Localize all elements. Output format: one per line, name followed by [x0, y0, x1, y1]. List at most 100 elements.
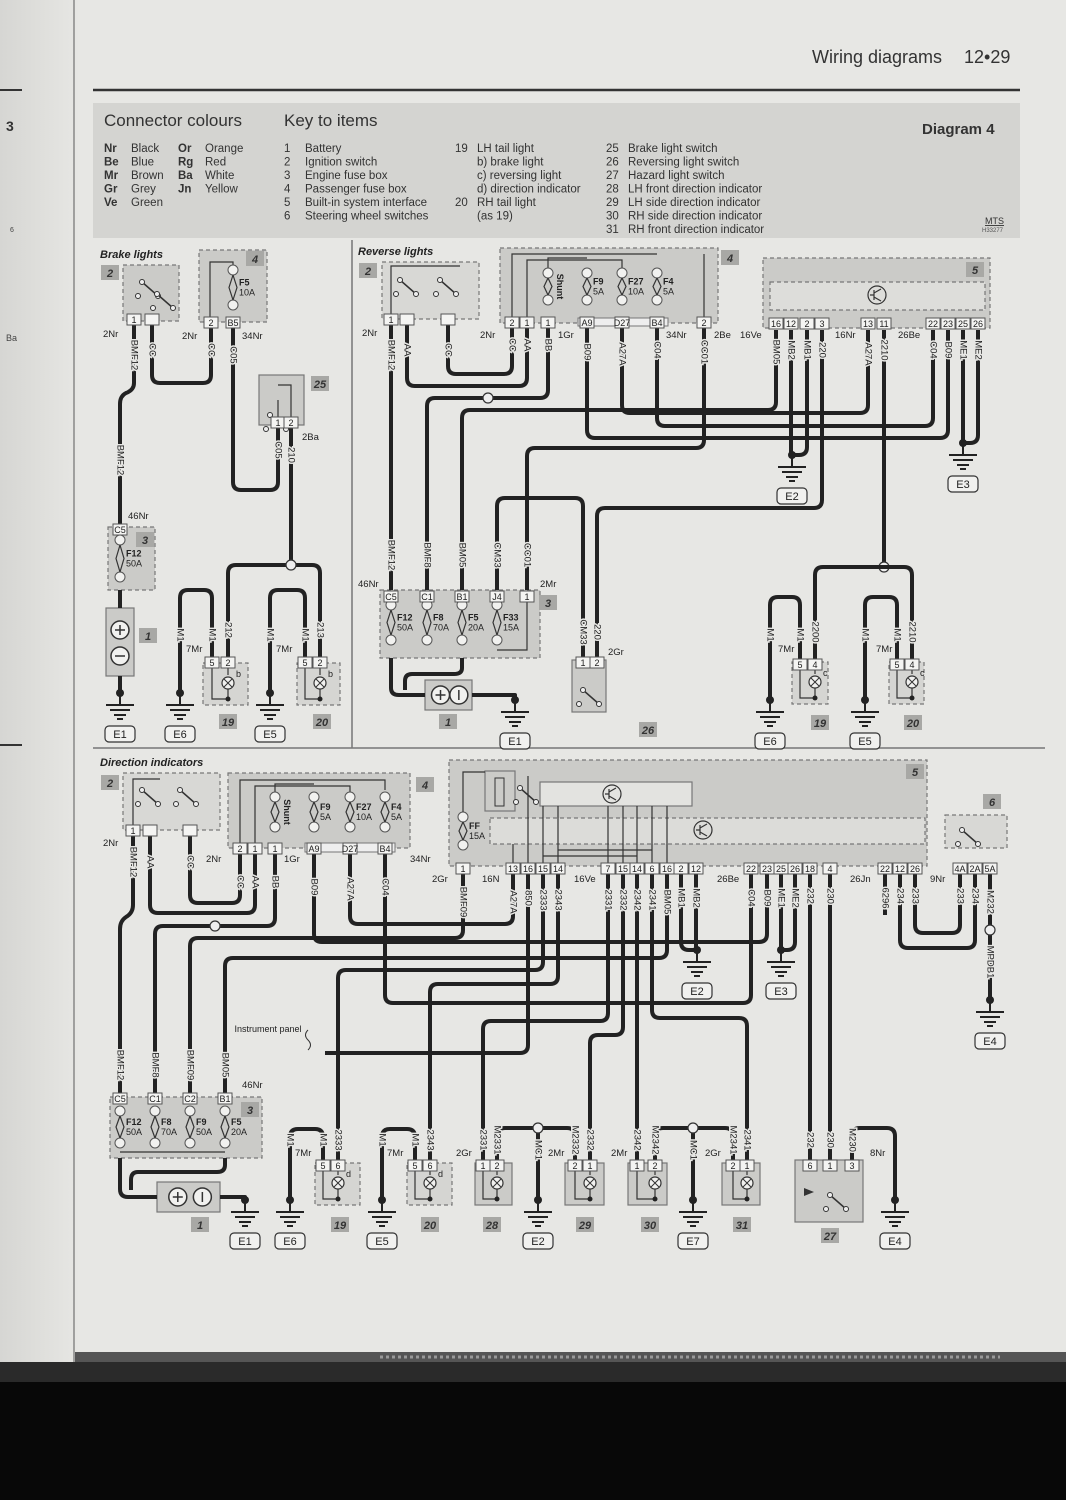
internal-wire — [636, 1165, 656, 1200]
fuse-terminal — [385, 634, 397, 646]
ground-icon — [256, 693, 284, 720]
key-item-label: Reversing light switch — [628, 157, 739, 169]
internal-wire — [390, 265, 460, 316]
connector-pin-number: 1 — [524, 318, 529, 328]
switch-contact-icon — [263, 426, 269, 432]
wire-label: BMF12 — [386, 540, 397, 571]
colour-name: Yellow — [205, 184, 239, 196]
connector-pin-number: 25 — [776, 864, 786, 874]
connector-pin — [377, 842, 393, 855]
connector-pin — [970, 317, 986, 330]
connector-pin-number: 2 — [572, 1161, 577, 1171]
connector-pin-number: 2 — [652, 1161, 657, 1171]
wire-label: M1 — [318, 1133, 329, 1146]
connector-pin-number: 2 — [678, 864, 683, 874]
connector-pin — [247, 842, 263, 855]
wire — [325, 872, 530, 1055]
switch-contact-icon — [596, 701, 602, 707]
connector-pin — [112, 1092, 128, 1105]
connector-pin — [315, 1159, 331, 1172]
connector-pin-number: 16 — [662, 864, 672, 874]
harness-connector-code: 2Nr — [480, 330, 495, 341]
connector-pin-number: 7 — [605, 864, 610, 874]
connector-pin — [739, 1159, 755, 1172]
connector-pin — [535, 862, 551, 875]
item-number-badge — [311, 376, 329, 391]
item-number: 4 — [251, 254, 258, 266]
fuse-terminal — [581, 267, 593, 279]
key-item-number: 5 — [284, 197, 290, 209]
harness-connector-code: 8Nr — [870, 1148, 885, 1159]
connector-pin — [629, 1159, 645, 1172]
wire — [380, 1127, 417, 1200]
ground-label-box — [229, 1232, 261, 1250]
connection-dot — [587, 1196, 593, 1202]
internal-wire — [132, 778, 160, 826]
item-number: 1 — [145, 631, 151, 643]
fuse-id: F12 — [126, 549, 142, 559]
key-item-label: Ignition switch — [305, 157, 377, 169]
wire — [585, 325, 950, 440]
wire-label: 2210 — [907, 621, 918, 642]
fuse-rating: 15A — [503, 623, 519, 633]
wire-label: MB2 — [691, 888, 702, 908]
connector-pin-number: 4 — [909, 660, 914, 670]
wire-label: C04 — [746, 889, 757, 906]
ground-icon — [106, 693, 134, 720]
connector-pin — [182, 1092, 198, 1105]
fuse-rating: 15A — [469, 831, 485, 841]
connector-pin — [407, 1159, 423, 1172]
switch-contact-icon — [975, 841, 981, 847]
key-item-label: Passenger fuse box — [305, 184, 407, 196]
fuse-icon — [150, 1115, 160, 1139]
fuse-id: F4 — [391, 802, 402, 812]
item-number: 1 — [445, 717, 451, 729]
wire-label: 210 — [286, 447, 297, 463]
lamp-function: b — [236, 669, 241, 679]
connector-pin-number: 2 — [288, 418, 293, 428]
switch-contact-icon — [843, 1206, 849, 1212]
fuse-icon — [617, 277, 627, 296]
fuse-terminal — [457, 839, 469, 851]
switch-contact-icon — [179, 789, 197, 805]
bulb-icon — [907, 677, 917, 687]
connector-pin-number: B4 — [651, 318, 662, 328]
ground-id: E3 — [774, 986, 787, 998]
ground-id: E6 — [283, 1236, 296, 1248]
wire — [446, 325, 514, 376]
connector-pin — [203, 316, 219, 329]
connector-pin — [540, 316, 556, 329]
connector-pin — [440, 313, 456, 326]
key-item-label: LH front direction indicator — [628, 184, 762, 196]
item-number: 25 — [313, 379, 327, 391]
ground-id: E1 — [113, 729, 126, 741]
item-number: 1 — [197, 1220, 203, 1232]
wire-label: BM05 — [662, 890, 673, 915]
wire-label: MC1 — [688, 1140, 699, 1160]
item-number: 20 — [315, 717, 329, 729]
bsi-inner-module — [769, 281, 986, 311]
wire-label: M1 — [207, 628, 218, 641]
flasher-relay — [484, 770, 516, 812]
connector-pin-number: C5 — [114, 525, 126, 535]
fuse-rating: 20A — [231, 1127, 247, 1137]
connector-pin-number: B1 — [456, 592, 467, 602]
fuse-rating: 5A — [593, 287, 604, 297]
connector-pin-number: 6 — [427, 1161, 432, 1171]
connector-pin-number: 1 — [275, 418, 280, 428]
bulb-icon — [425, 1178, 435, 1188]
fuse-terminal — [491, 634, 503, 646]
wire-label: 2332 — [618, 889, 629, 910]
item-number-badge — [733, 1217, 751, 1232]
switch-contact-icon — [156, 293, 174, 309]
wire — [495, 496, 585, 660]
connector-pin — [455, 862, 471, 875]
bulb-icon — [742, 1178, 752, 1188]
connector-pin-number: C5 — [114, 1094, 126, 1104]
fuse-rating: 20A — [468, 623, 484, 633]
wire — [118, 835, 135, 1097]
splice-junction — [482, 392, 494, 404]
fuse-rating: 50A — [126, 559, 142, 569]
